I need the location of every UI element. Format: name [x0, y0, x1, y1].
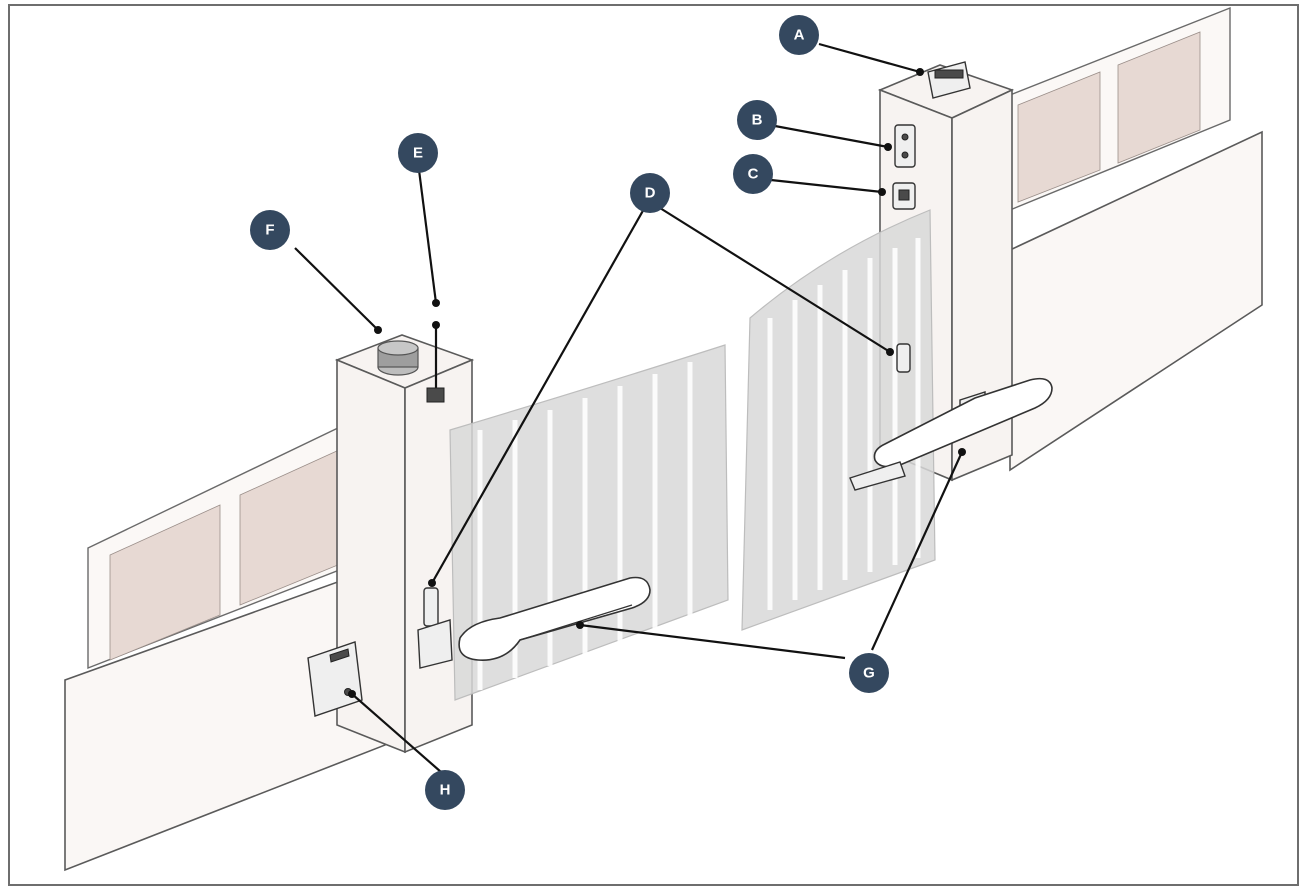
leader-lines: [294, 42, 964, 773]
callout-g-label: G: [863, 665, 875, 682]
motor-arm-left: [417, 576, 651, 669]
callout-d-label: D: [645, 185, 656, 202]
left-fence: [64, 413, 386, 872]
callout-f: F: [250, 210, 290, 250]
photocell-left: [423, 587, 439, 627]
callout-e: E: [398, 133, 438, 173]
flashing-light-device-f: [377, 340, 419, 376]
callout-a-label: A: [794, 27, 805, 44]
control-box-device-h: [307, 641, 363, 717]
callout-a: A: [779, 15, 819, 55]
receiver-device-a: [927, 61, 971, 99]
leader-dots: [348, 68, 966, 698]
button-device-c: [892, 182, 916, 210]
antenna-device-e: [426, 325, 445, 403]
diagram-frame: [8, 4, 1299, 886]
motor-arm-right: [849, 377, 1053, 491]
callout-d: D: [630, 173, 670, 213]
callout-b-label: B: [752, 112, 763, 129]
callout-c: C: [733, 154, 773, 194]
keypad-device-b: [894, 124, 916, 168]
callout-c-label: C: [748, 166, 759, 183]
right-gate-leaf: [741, 209, 936, 631]
callout-h-label: H: [440, 782, 451, 799]
callout-b: B: [737, 100, 777, 140]
callout-f-label: F: [265, 222, 274, 239]
right-fence: [1009, 6, 1263, 472]
photocell-right: [896, 343, 911, 373]
callout-g: G: [849, 653, 889, 693]
callout-e-label: E: [413, 145, 423, 162]
callout-h: H: [425, 770, 465, 810]
